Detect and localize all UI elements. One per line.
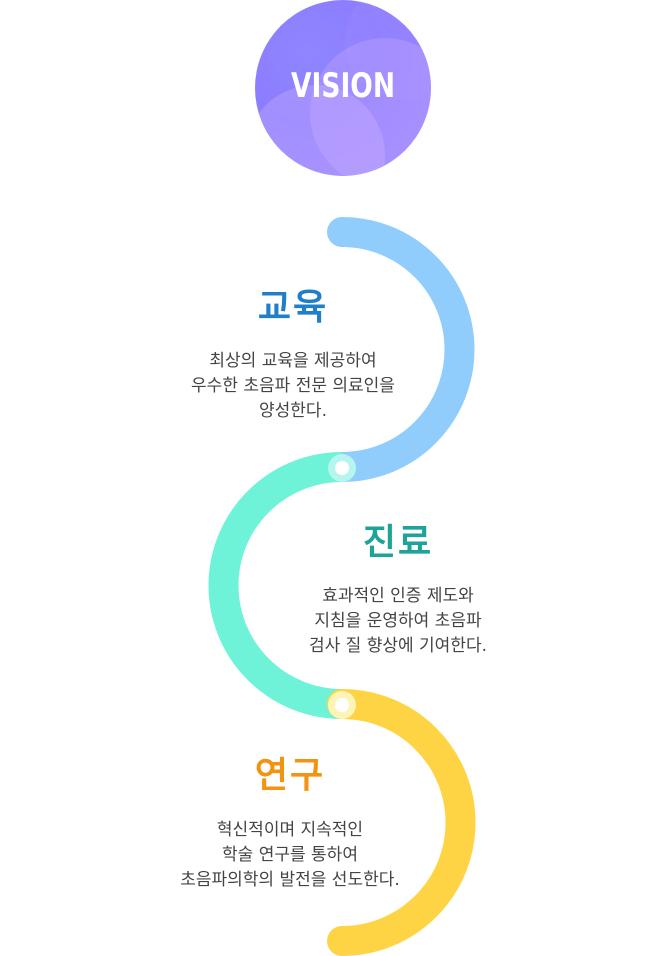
research-line: 학술 연구를 통하여 — [222, 845, 358, 865]
vision-label: VISION — [290, 66, 396, 106]
education-arc — [327, 217, 475, 482]
vision-decoration — [310, 38, 431, 176]
joint-node-1 — [328, 454, 356, 482]
education-line: 최상의 교육을 제공하여 — [209, 351, 377, 371]
research-line: 혁신적이며 지속적인 — [216, 820, 364, 840]
education-title: 교육 — [257, 286, 329, 328]
treatment-line: 지침을 운영하여 초음파 — [314, 611, 482, 631]
treatment-description: 효과적인 인증 제도와 지침을 운영하여 초음파 검사 질 향상에 기여한다. — [268, 584, 528, 659]
joint-node-2 — [328, 691, 356, 719]
research-title: 연구 — [254, 754, 326, 796]
education-line: 우수한 초음파 전문 의료인을 — [191, 376, 395, 396]
research-description: 혁신적이며 지속적인 학술 연구를 통하여 초음파의학의 발전을 선도한다. — [140, 818, 440, 893]
treatment-title: 진료 — [362, 521, 434, 563]
education-description: 최상의 교육을 제공하여 우수한 초음파 전문 의료인을 양성한다. — [150, 349, 436, 424]
treatment-line: 검사 질 향상에 기여한다. — [308, 636, 487, 656]
research-arc — [327, 689, 476, 956]
treatment-line: 효과적인 인증 제도와 — [322, 586, 474, 606]
research-line: 초음파의학의 발전을 선도한다. — [180, 870, 400, 890]
vision-badge: VISION — [255, 0, 431, 176]
education-line: 양성한다. — [259, 401, 327, 421]
treatment-arc — [208, 452, 343, 719]
